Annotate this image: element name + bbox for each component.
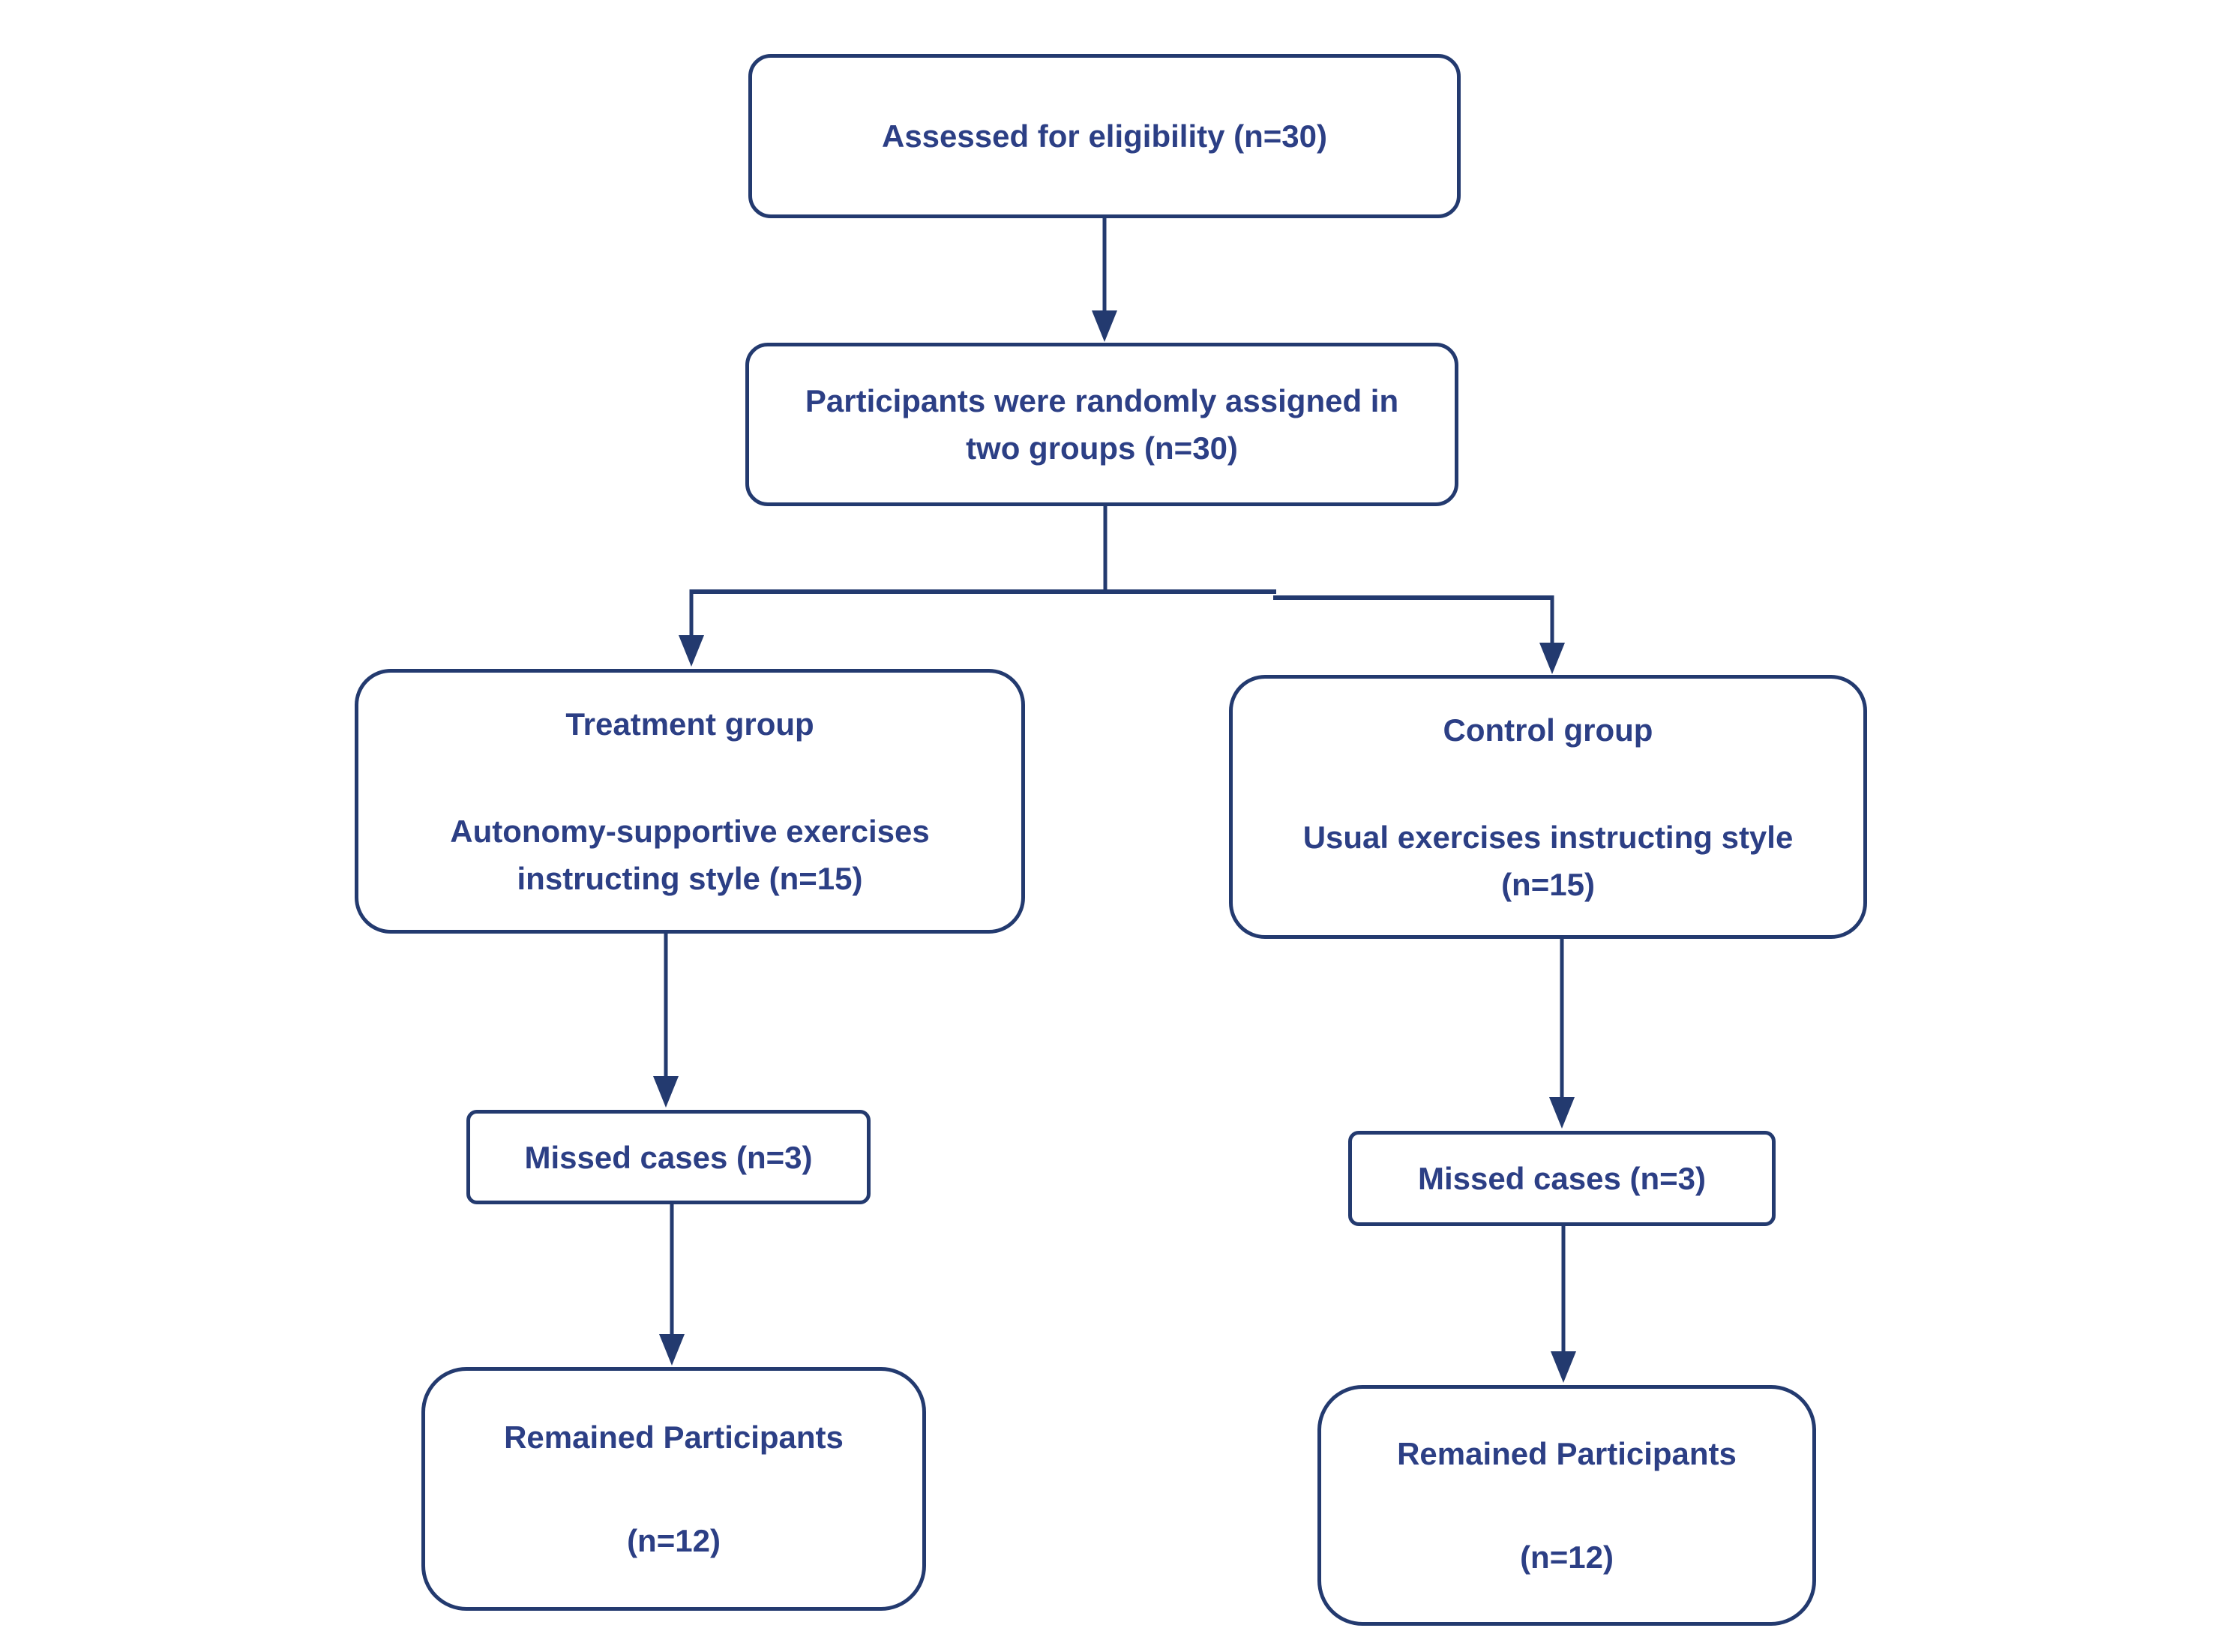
missed-cases-control-box: Missed cases (n=3) [1348,1131,1776,1226]
arrowhead-into-remained-left [659,1334,685,1366]
treatment-group-title: Treatment group [565,706,814,742]
remained-treatment-title: Remained Participants [504,1420,844,1455]
assessed-eligibility-box: Assessed for eligibility (n=30) [748,54,1461,218]
remained-control-title: Remained Participants [1397,1436,1737,1471]
treatment-desc-line2: instructing style (n=15) [517,861,863,896]
treatment-group-box: Treatment group Autonomy-supportive exer… [355,669,1025,934]
arrowhead-into-missed-left [653,1076,679,1108]
treatment-desc-line1: Autonomy-supportive exercises [450,814,930,849]
control-group-description: Usual exercises instructing style (n=15) [1303,814,1794,908]
arrowhead-into-control [1539,643,1565,674]
arrowhead-into-missed-right [1549,1097,1575,1129]
control-desc-line2: (n=15) [1501,866,1595,902]
random-assignment-line1: Participants were randomly assigned in [805,383,1399,418]
arrowhead-into-randomized [1092,310,1117,342]
control-desc-line1: Usual exercises instructing style [1302,819,1794,855]
missed-cases-treatment-box: Missed cases (n=3) [466,1110,871,1204]
arrowhead-into-remained-right [1551,1351,1576,1383]
control-group-box: Control group Usual exercises instructin… [1229,675,1867,939]
control-group-title: Control group [1443,712,1653,748]
random-assignment-box: Participants were randomly assigned in t… [745,343,1458,506]
treatment-group-description: Autonomy-supportive exercises instructin… [450,808,930,902]
remained-control-count: (n=12) [1520,1540,1614,1575]
arrowhead-into-treatment [679,635,704,667]
random-assignment-line2: two groups (n=30) [966,430,1238,466]
remained-treatment-count: (n=12) [627,1523,721,1558]
assessed-eligibility-label: Assessed for eligibility (n=30) [881,118,1328,154]
missed-cases-treatment-label: Missed cases (n=3) [524,1139,813,1175]
remained-participants-control-box: Remained Participants (n=12) [1317,1385,1816,1626]
remained-participants-treatment-box: Remained Participants (n=12) [421,1367,926,1611]
missed-cases-control-label: Missed cases (n=3) [1417,1161,1707,1196]
